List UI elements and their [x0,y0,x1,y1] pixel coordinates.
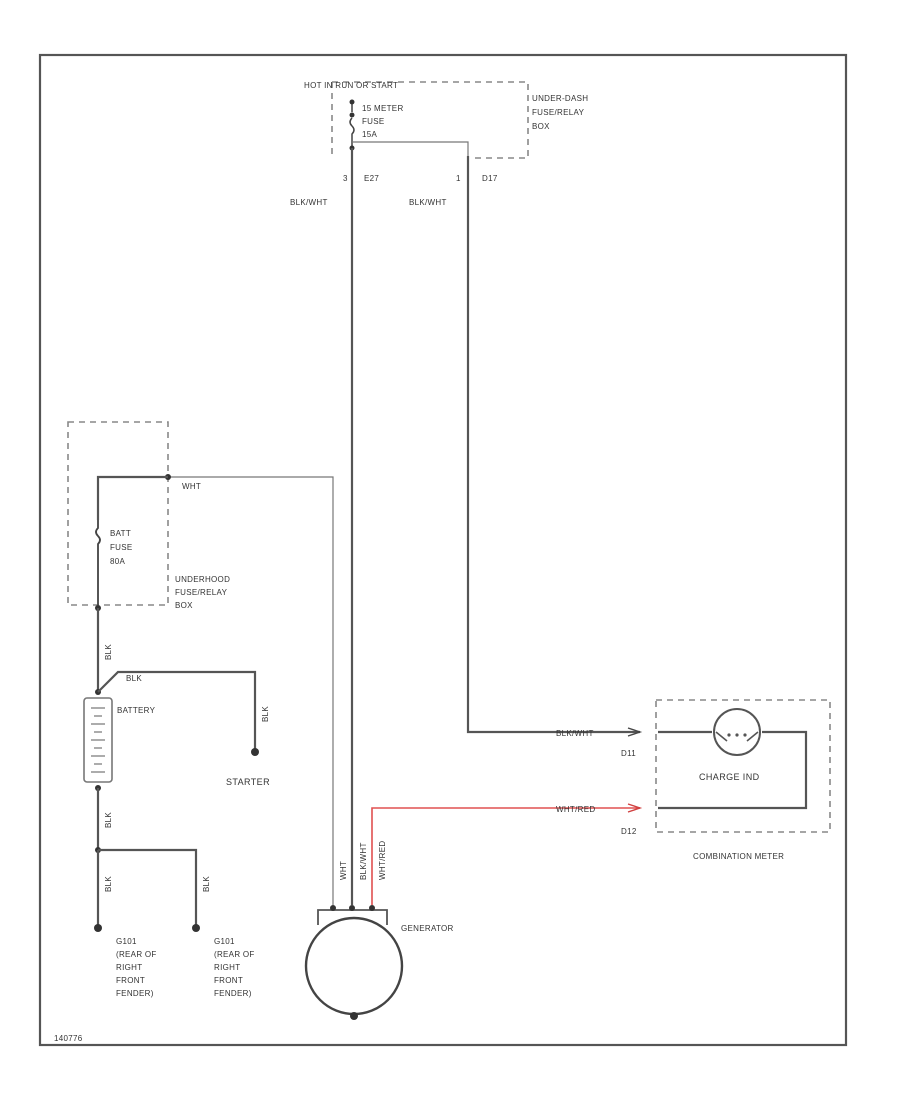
meter-fuse-name: 15 METER [362,104,404,113]
ground-1-line5: FENDER) [116,989,154,998]
battery-label: BATTERY [117,706,156,715]
fuse-dot-mid [349,112,355,118]
underhood-box-outline [67,421,169,606]
combination-meter: BLK/WHT WHT/RED D11 D12 CHARGE IND COMBI… [556,699,831,861]
ground-2-line4: FRONT [214,976,243,985]
batt-fuse-name: BATT [110,529,131,538]
generator-pin-b [349,905,355,911]
lamp-dot-2 [735,733,739,737]
underdash-box-line3: BOX [532,122,550,131]
meter-internal-wiring [658,730,808,810]
pin-left: 3 [343,174,348,183]
ground-1-line4: FRONT [116,976,145,985]
wire-generator-to-meter [371,807,640,905]
starter-label: STARTER [226,777,270,787]
wire-ground-2 [98,848,198,928]
meter-wire-top: BLK/WHT [556,729,594,738]
generator-wire-c: WHT/RED [378,841,387,880]
meter-fuse-amp: 15A [362,130,377,139]
ground-1-line1: G101 [116,937,137,946]
battery-wire-top: BLK [126,674,142,683]
figure-id: 140776 [54,1034,83,1043]
meter-fuse-icon [349,102,355,148]
wire-right-color: BLK/WHT [409,198,447,207]
charge-ind-label: CHARGE IND [699,772,760,782]
ground-2-line1: G101 [214,937,235,946]
generator: WHT BLK/WHT WHT/RED GENERATOR [304,807,640,1020]
generator-pin-a [330,905,336,911]
underhood-box-line1: UNDERHOOD [175,575,230,584]
underhood-bus [96,475,168,520]
underhood-wire-out: WHT [182,482,201,491]
generator-wire-b: BLK/WHT [359,842,368,880]
ground-2-icon [192,924,200,932]
meter-conn-bottom: D12 [621,827,637,836]
ground-1-wire: BLK [104,876,113,892]
meter-box-outline [655,699,831,833]
wire-battery-to-starter [97,670,257,752]
generator-ground-dot [350,1012,358,1020]
underhood-box-line2: FUSE/RELAY [175,588,228,597]
ground-2-wire: BLK [202,876,211,892]
meter-bottom-connector-icon [627,803,643,813]
grounds: BLK BLK G101 (REAR OF RIGHT FRONT FENDER… [94,847,255,998]
diagram-frame [38,53,848,1047]
hot-label: HOT IN RUN OR START [304,81,398,90]
ground-2-line5: FENDER) [214,989,252,998]
underdash-fuse-box: HOT IN RUN OR START 15 METER FUSE 15A UN… [290,81,588,207]
underhood-fuse-box: WHT BATT FUSE 80A UNDERHOOD FUSE/RELAY B… [67,421,334,905]
battery-icon [83,697,113,783]
starter-terminal [251,748,259,756]
battery: BLK BLK BLK STARTER BATTERY BLK [83,608,270,850]
pin-right: 1 [456,174,461,183]
conn-right: D17 [482,174,498,183]
underdash-box-line1: UNDER-DASH [532,94,588,103]
lamp-dot-1 [727,733,731,737]
wire-meter-fuse-to-meter [466,156,640,734]
wire-left-color: BLK/WHT [290,198,328,207]
ground-2-line3: RIGHT [214,963,240,972]
batt-fuse-icon [95,520,101,605]
lamp-dot-3 [743,733,747,737]
charge-lamp-icon [713,708,761,756]
generator-wire-a: WHT [339,861,348,880]
underdash-box-outline [332,81,529,159]
generator-pin-c [369,905,375,911]
meter-label: COMBINATION METER [693,852,784,861]
battery-cells-icon [91,707,105,773]
conn-left: E27 [364,174,379,183]
fuse-internal-bus [352,141,469,156]
batt-fuse-word: FUSE [110,543,133,552]
lamp-filament-icon [715,731,759,742]
ground-1-line2: (REAR OF [116,950,157,959]
batt-fuse-amp: 80A [110,557,125,566]
meter-top-connector-icon [627,727,643,737]
ground-2-line2: (REAR OF [214,950,255,959]
generator-label: GENERATOR [401,924,454,933]
underdash-box-line2: FUSE/RELAY [532,108,585,117]
wire-wht-to-generator [168,476,334,905]
battery-wire-pos: BLK [104,644,113,660]
meter-fuse-word: FUSE [362,117,385,126]
underhood-box-line3: BOX [175,601,193,610]
meter-conn-top: D11 [621,749,636,758]
fuse-dot-top [349,99,355,105]
ground-1-icon [94,924,102,932]
battery-wire-starter: BLK [261,706,270,722]
battery-wire-neg: BLK [104,812,113,828]
meter-wire-bottom: WHT/RED [556,805,595,814]
ground-1-line3: RIGHT [116,963,142,972]
generator-icon [304,916,404,1016]
